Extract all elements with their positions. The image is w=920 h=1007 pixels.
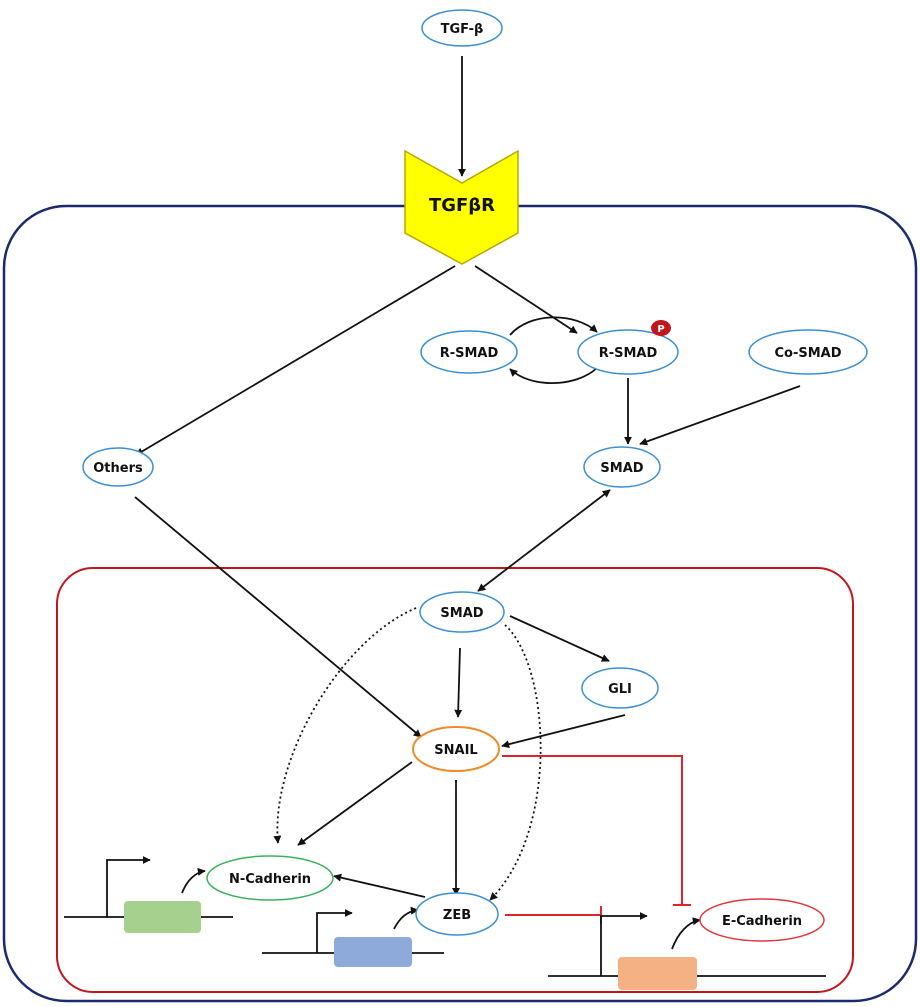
- phosphate-badge: P: [651, 320, 671, 336]
- node-gli: GLI: [581, 667, 659, 709]
- co-smad-label: Co-SMAD: [774, 346, 841, 361]
- arrow-cosmad-to-smad: [639, 385, 801, 446]
- node-n-cadherin: N-Cadherin: [206, 855, 334, 901]
- arrow-receptor-to-rsmad-p: [474, 265, 578, 334]
- arrow-receptor-to-others: [135, 265, 456, 456]
- arrow-rsmad-to-rsmad-p: [509, 316, 598, 336]
- arrow-others-to-snail: [134, 496, 422, 738]
- arrow-snail-to-ncadherin: [297, 761, 413, 846]
- nucleus: [56, 567, 854, 993]
- smad-cyto-label: SMAD: [600, 461, 643, 476]
- node-others: Others: [82, 447, 154, 487]
- node-e-cadherin: E-Cadherin: [699, 898, 825, 942]
- r-smad-p-label: R-SMAD: [599, 346, 658, 361]
- gli-label: GLI: [608, 682, 632, 697]
- dotted-arrow-smad-to-ncadherin: [273, 607, 417, 844]
- node-tgf-beta: TGF-β: [421, 9, 503, 47]
- gene-e-cadherin: [548, 912, 826, 990]
- others-label: Others: [93, 461, 143, 476]
- node-smad-cytoplasm: SMAD: [583, 446, 661, 488]
- node-snail: SNAIL: [412, 726, 500, 772]
- dotted-arrow-smad-to-zeb: [489, 624, 542, 901]
- snail-label: SNAIL: [434, 743, 477, 758]
- gene-zeb: [262, 906, 444, 967]
- node-co-smad: Co-SMAD: [748, 329, 868, 375]
- node-r-smad: R-SMAD: [420, 330, 518, 374]
- arrow-smad-to-snail: [454, 647, 463, 718]
- tgf-beta-receptor: TGFβR: [404, 149, 519, 265]
- inhibit-snail-to-ecadherin: [502, 755, 683, 905]
- arrow-gli-to-snail: [501, 714, 626, 749]
- phosphate-label: P: [657, 324, 664, 335]
- node-zeb: ZEB: [415, 892, 499, 936]
- e-cadherin-label: E-Cadherin: [722, 914, 802, 929]
- arrow-rsmad-p-to-rsmad: [509, 367, 598, 384]
- zeb-label: ZEB: [443, 908, 471, 923]
- receptor-label: TGFβR: [429, 195, 495, 216]
- arrow-zeb-to-ncadherin: [333, 873, 426, 898]
- node-smad-nucleus: SMAD: [419, 591, 505, 633]
- gene-n-cadherin: [64, 856, 233, 933]
- arrow-smad-cyto-nuc: [477, 489, 611, 592]
- node-r-smad-phosphorylated: R-SMAD: [577, 329, 679, 375]
- arrow-smad-to-gli: [509, 615, 610, 662]
- tgf-beta-label: TGF-β: [441, 22, 484, 37]
- r-smad-label: R-SMAD: [440, 346, 499, 361]
- smad-nuc-label: SMAD: [440, 606, 483, 621]
- n-cadherin-label: N-Cadherin: [229, 872, 311, 887]
